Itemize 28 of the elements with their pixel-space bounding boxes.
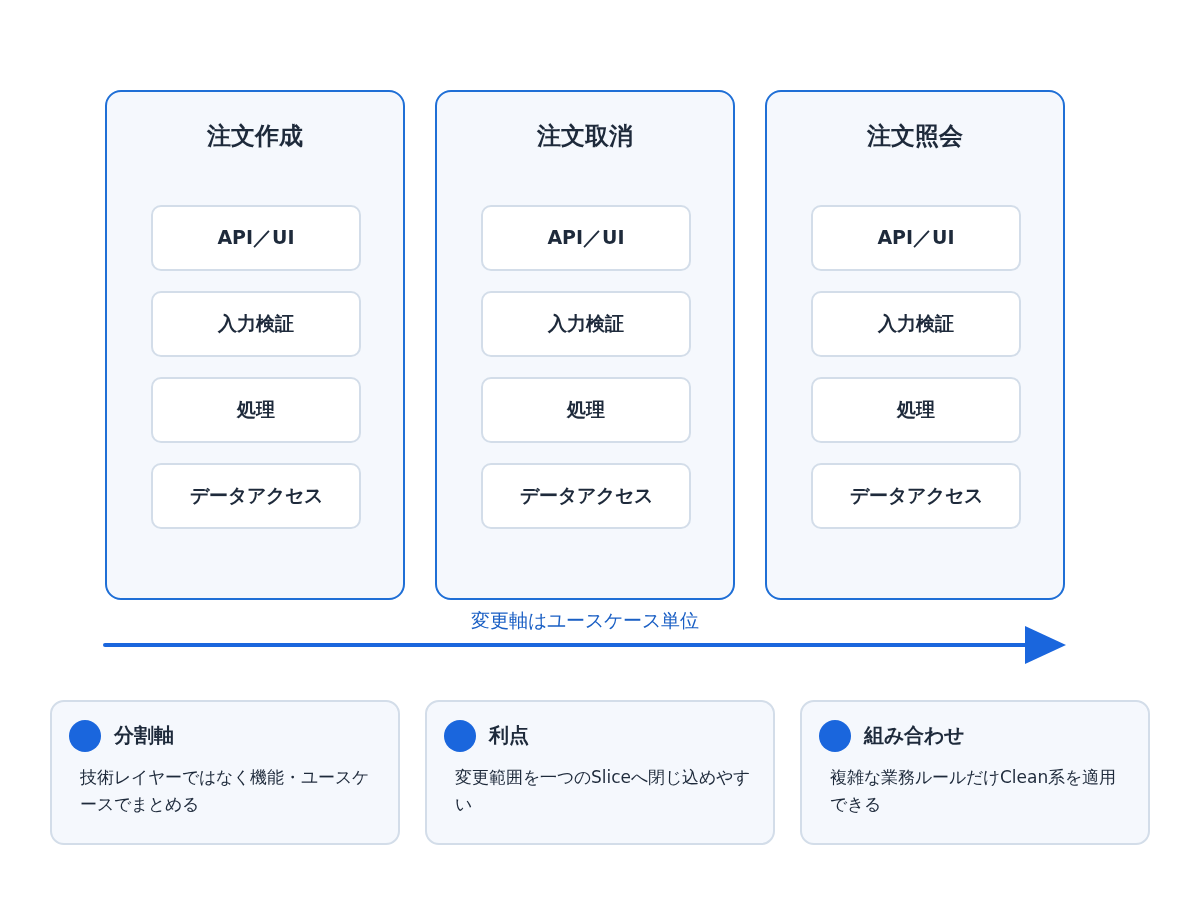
use-case-column — [765, 90, 1065, 600]
layer-box: 処理 — [481, 377, 691, 443]
layer-box: 入力検証 — [151, 291, 361, 357]
layer-box: 処理 — [151, 377, 361, 443]
layer-box: 処理 — [811, 377, 1021, 443]
column-title: 注文取消 — [536, 121, 634, 152]
card-text: 変更範囲を一つのSliceへ閉じ込めやすい — [455, 766, 752, 816]
info-card — [800, 700, 1150, 845]
card-text: 技術レイヤーではなく機能・ユースケースでまとめる — [80, 766, 370, 816]
layer-box: データアクセス — [151, 463, 361, 529]
card-title: 利点 — [489, 722, 529, 749]
layer-box: データアクセス — [811, 463, 1021, 529]
info-card — [50, 700, 400, 845]
layer-box: 入力検証 — [481, 291, 691, 357]
layer-box: API／UI — [811, 205, 1021, 271]
layer-box: 入力検証 — [811, 291, 1021, 357]
layer-box: API／UI — [151, 205, 361, 271]
axis-label: 変更軸はユースケース単位 — [470, 608, 700, 633]
info-card — [425, 700, 775, 845]
use-case-column — [435, 90, 735, 600]
column-title: 注文照会 — [866, 121, 964, 152]
card-text: 複雑な業務ルールだけClean系を適用できる — [830, 766, 1118, 816]
column-title: 注文作成 — [206, 121, 304, 152]
layer-box: API／UI — [481, 205, 691, 271]
use-case-column — [105, 90, 405, 600]
layer-box: データアクセス — [481, 463, 691, 529]
card-title: 組み合わせ — [864, 722, 964, 749]
card-title: 分割軸 — [114, 722, 174, 749]
